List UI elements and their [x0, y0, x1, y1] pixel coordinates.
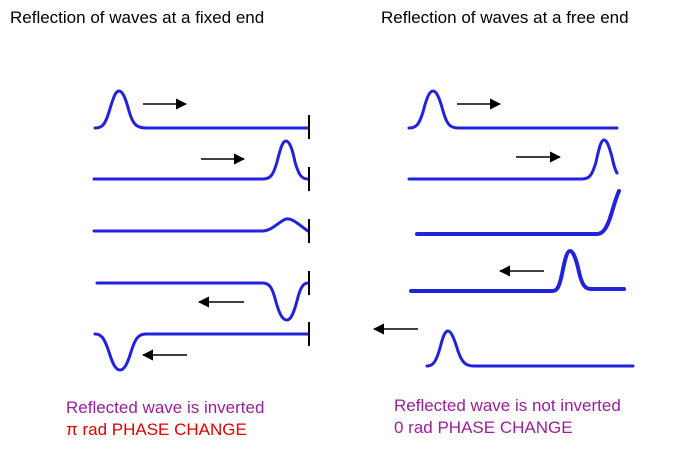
fixed-wave-4 [95, 281, 310, 322]
free-wave-2 [407, 138, 619, 181]
fixed-end-caption-line1: Reflected wave is inverted [66, 398, 265, 417]
free-wave-3 [415, 189, 621, 236]
fixed-end-title: Reflection of waves at a fixed end [10, 8, 265, 27]
free-end-caption: Reflected wave is not inverted 0 rad PHA… [394, 395, 621, 439]
free-end-panel [407, 89, 635, 368]
fixed-wave-3 [92, 217, 310, 233]
fixed-wave-2 [92, 139, 310, 181]
free-end-caption-line2: 0 rad PHASE CHANGE [394, 418, 573, 437]
fixed-end-caption: Reflected wave is inverted π rad PHASE C… [66, 397, 264, 441]
fixed-end-caption-line2: π rad PHASE CHANGE [66, 420, 247, 439]
free-end-title: Reflection of waves at a free end [381, 8, 629, 27]
fixed-wave-1 [93, 89, 310, 130]
free-end-caption-line1: Reflected wave is not inverted [394, 396, 621, 415]
free-wave-5 [425, 329, 635, 368]
free-wave-1 [407, 89, 619, 130]
free-wave-4 [409, 248, 626, 293]
fixed-end-arrows [141, 98, 246, 361]
fixed-wave-5 [93, 332, 310, 372]
fixed-end-panel [92, 89, 310, 372]
free-end-arrows [372, 98, 562, 335]
